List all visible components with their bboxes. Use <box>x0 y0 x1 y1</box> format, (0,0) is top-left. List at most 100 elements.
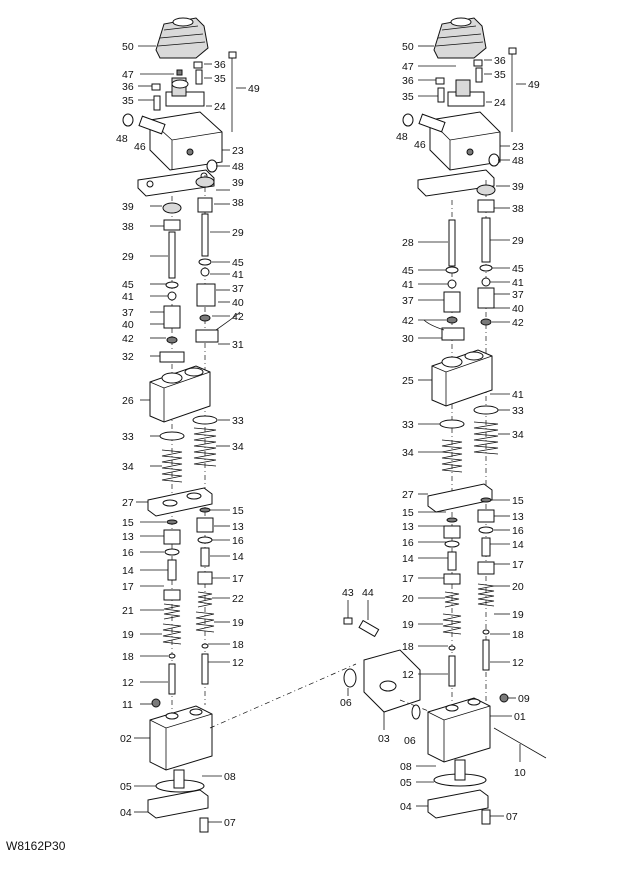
callout-15: 15 <box>512 495 524 507</box>
callout-36: 36 <box>122 81 134 93</box>
valve-body <box>149 705 213 771</box>
callout-25: 25 <box>402 375 414 387</box>
callout-17: 17 <box>402 573 414 585</box>
callout-34: 34 <box>512 429 524 441</box>
callout-46: 46 <box>414 139 426 151</box>
callout-08: 08 <box>224 771 236 783</box>
callout-32: 32 <box>122 351 134 363</box>
callout-14: 14 <box>402 553 414 565</box>
callout-39: 39 <box>232 177 244 189</box>
casing <box>149 365 211 423</box>
boot <box>155 17 209 59</box>
callout-49: 49 <box>248 83 260 95</box>
callout-14: 14 <box>512 539 524 551</box>
callout-34: 34 <box>402 447 414 459</box>
callout-41: 41 <box>512 389 524 401</box>
callout-50: 50 <box>122 41 134 53</box>
boot <box>433 17 487 59</box>
callout-36: 36 <box>214 59 226 71</box>
callout-24: 24 <box>494 97 506 109</box>
callout-45: 45 <box>122 279 134 291</box>
callout-33: 33 <box>402 419 414 431</box>
callout-16: 16 <box>122 547 134 559</box>
callout-13: 13 <box>512 511 524 523</box>
callout-01: 01 <box>514 711 526 723</box>
callout-19: 19 <box>232 617 244 629</box>
callout-29: 29 <box>232 227 244 239</box>
callout-16: 16 <box>232 535 244 547</box>
callout-45: 45 <box>402 265 414 277</box>
callout-48: 48 <box>396 131 408 143</box>
callout-42: 42 <box>232 311 244 323</box>
callout-13: 13 <box>232 521 244 533</box>
callout-24: 24 <box>214 101 226 113</box>
callout-18: 18 <box>512 629 524 641</box>
cover <box>363 649 421 713</box>
callout-29: 29 <box>122 251 134 263</box>
callout-26: 26 <box>122 395 134 407</box>
callout-17: 17 <box>122 581 134 593</box>
callout-41: 41 <box>512 277 524 289</box>
callout-34: 34 <box>122 461 134 473</box>
callout-16: 16 <box>512 525 524 537</box>
callout-49: 49 <box>528 79 540 91</box>
callout-41: 41 <box>232 269 244 281</box>
callout-30: 30 <box>402 333 414 345</box>
callout-17: 17 <box>232 573 244 585</box>
callout-48: 48 <box>116 133 128 145</box>
callout-07: 07 <box>224 817 236 829</box>
center-parts <box>209 617 453 729</box>
callout-08: 08 <box>400 761 412 773</box>
callout-33: 33 <box>122 431 134 443</box>
callout-15: 15 <box>232 505 244 517</box>
callout-33: 33 <box>512 405 524 417</box>
callout-42: 42 <box>402 315 414 327</box>
callout-20: 20 <box>402 593 414 605</box>
callout-10: 10 <box>514 767 526 779</box>
callout-22: 22 <box>232 593 244 605</box>
callout-15: 15 <box>122 517 134 529</box>
callout-37: 37 <box>122 307 134 319</box>
callout-04: 04 <box>120 807 132 819</box>
callout-18: 18 <box>122 651 134 663</box>
callout-36: 36 <box>402 75 414 87</box>
callout-12: 12 <box>232 657 244 669</box>
callout-12: 12 <box>122 677 134 689</box>
callout-47: 47 <box>402 61 414 73</box>
callout-09: 09 <box>518 693 530 705</box>
callout-40: 40 <box>232 297 244 309</box>
callout-05: 05 <box>120 781 132 793</box>
callout-34: 34 <box>232 441 244 453</box>
springs-left <box>161 427 217 483</box>
left-assembly <box>122 17 241 833</box>
callout-05: 05 <box>400 777 412 789</box>
callout-37: 37 <box>512 289 524 301</box>
callout-37: 37 <box>232 283 244 295</box>
callout-07: 07 <box>506 811 518 823</box>
callout-13: 13 <box>402 521 414 533</box>
callout-21: 21 <box>122 605 134 617</box>
callout-40: 40 <box>122 319 134 331</box>
callout-19: 19 <box>122 629 134 641</box>
callout-48: 48 <box>512 155 524 167</box>
callout-43: 43 <box>342 587 354 599</box>
callout-35: 35 <box>402 91 414 103</box>
callout-40: 40 <box>512 303 524 315</box>
callout-23: 23 <box>512 141 524 153</box>
callout-50: 50 <box>402 41 414 53</box>
callout-36: 36 <box>494 55 506 67</box>
callout-41: 41 <box>122 291 134 303</box>
callout-31: 31 <box>232 339 244 351</box>
callout-23: 23 <box>232 145 244 157</box>
callout-39: 39 <box>512 181 524 193</box>
callout-47: 47 <box>122 69 134 81</box>
callout-06: 06 <box>404 735 416 747</box>
callout-44: 44 <box>362 587 374 599</box>
callout-35: 35 <box>214 73 226 85</box>
callout-18: 18 <box>232 639 244 651</box>
callout-38: 38 <box>122 221 134 233</box>
callout-33: 33 <box>232 415 244 427</box>
callout-labels: 50 47 36 35 36 35 49 24 48 46 23 48 39 3… <box>116 41 540 829</box>
callout-38: 38 <box>512 203 524 215</box>
